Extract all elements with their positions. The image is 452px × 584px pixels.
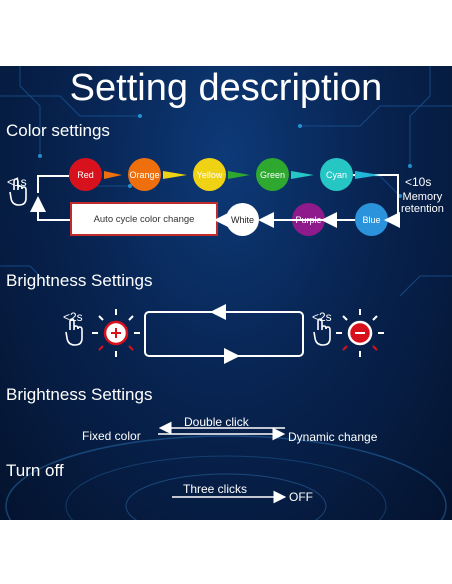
- arrow-green-cyan: [291, 171, 314, 179]
- color-white: White: [226, 203, 259, 236]
- arrow-cyan-loop: [355, 171, 380, 179]
- hand-press-icon-plus: [65, 318, 83, 346]
- hand-press-icon-color: [9, 178, 27, 206]
- press-time-left: <1s: [7, 175, 27, 189]
- color-orange: Orange: [128, 158, 161, 191]
- fixed-color-label: Fixed color: [82, 429, 141, 443]
- section-title-brightness-settings-dynamic: Brightness Settings: [6, 385, 153, 404]
- page-title: Setting description: [69, 67, 383, 109]
- section-title-color-settings: Color settings: [6, 121, 110, 140]
- brightness-loop: [144, 311, 304, 357]
- press-time-right: <10s: [405, 175, 432, 189]
- three-clicks-label: Three clicks: [183, 482, 248, 496]
- double-click-label: Double click: [184, 415, 249, 429]
- color-cyan: Cyan: [320, 158, 353, 191]
- brightness-down-icon: [336, 309, 384, 357]
- color-yellow: Yellow: [193, 158, 226, 191]
- brightness-up-icon: [92, 309, 140, 357]
- arrow-red-orange: [104, 171, 122, 179]
- color-cycle-loop: [37, 175, 69, 193]
- section-title-brightness-settings: Brightness Settings: [6, 271, 153, 290]
- brightness-press-time-left: <2s: [63, 310, 83, 324]
- hand-press-icon-minus: [313, 318, 331, 346]
- dark-background-panel: [0, 66, 452, 520]
- color-green: Green: [256, 158, 289, 191]
- section-title-turn-off: Turn off: [6, 461, 64, 480]
- color-blue: Blue: [355, 203, 388, 236]
- off-label: OFF: [289, 490, 313, 504]
- memory-retention-label: Memory retention: [401, 191, 444, 215]
- brightness-press-time-right: <2s: [312, 310, 332, 324]
- arrow-yellow-green: [228, 171, 250, 179]
- color-red: Red: [69, 158, 102, 191]
- dynamic-change-label: Dynamic change: [288, 430, 378, 444]
- auto-cycle-box: Auto cycle color change: [70, 202, 218, 236]
- arrow-orange-yellow: [163, 171, 187, 179]
